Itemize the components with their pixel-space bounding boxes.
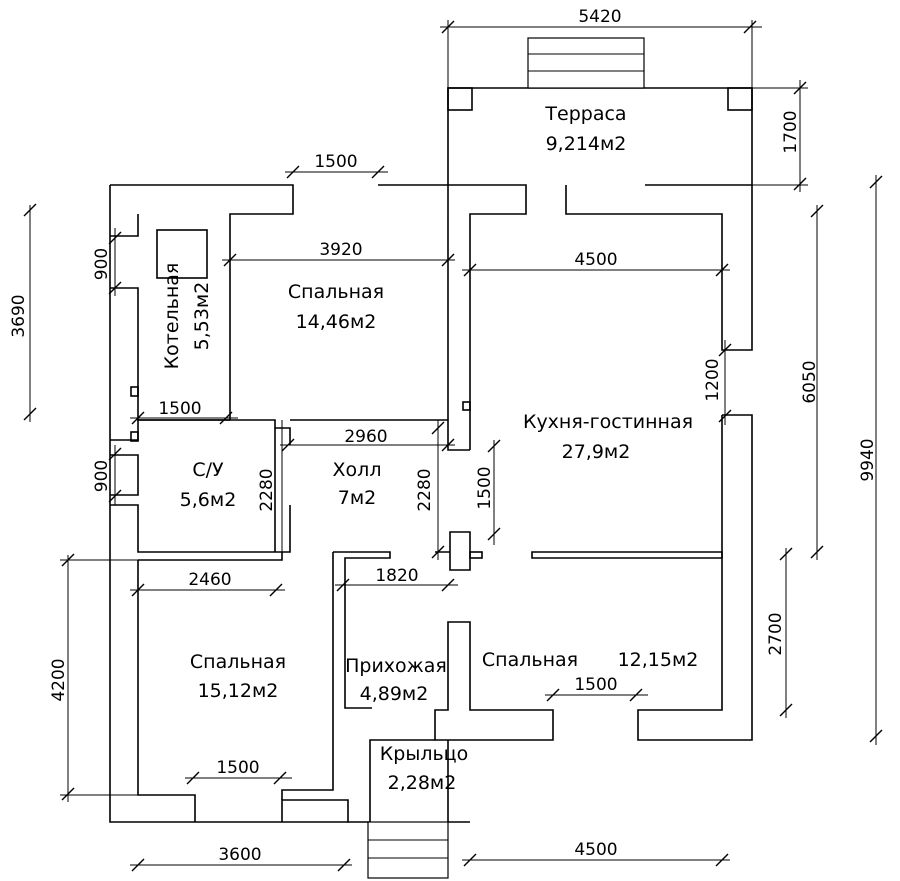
bathroom-top (138, 419, 291, 445)
room-bedroom3-area: 12,15м2 (618, 649, 699, 671)
right-exterior-wall (637, 414, 753, 741)
room-kitchen-name: Кухня-гостинная (523, 411, 693, 433)
dim-bed2-1500: 1500 (216, 758, 259, 778)
hall-top (290, 419, 470, 451)
room-bathroom-area: 5,6м2 (180, 489, 237, 511)
room-porch-name: Крыльцо (380, 743, 468, 765)
bed3-left-wall (434, 621, 554, 741)
dim-bath-2460: 2460 (188, 570, 231, 590)
room-entry-name: Прихожая (345, 655, 447, 677)
dim-hall-1820: 1820 (375, 566, 418, 586)
room-entry-area: 4,89м2 (360, 683, 429, 705)
dim-bottom-4500: 4500 (574, 840, 617, 860)
room-boiler-name: Котельная (161, 263, 183, 370)
dim-opening-1500: 1500 (475, 466, 495, 509)
room-bedroom2-area: 15,12м2 (198, 680, 279, 702)
dim-left-3690: 3690 (9, 294, 29, 337)
room-labels: Терраса 9,214м2 Спальная 14,46м2 Котельн… (161, 103, 698, 794)
dim-right-1200: 1200 (703, 358, 723, 401)
room-terrace-area: 9,214м2 (546, 133, 627, 155)
top-wall-right (565, 185, 753, 351)
dim-bed1-width: 3920 (319, 240, 362, 260)
dim-right-6050: 6050 (800, 360, 820, 403)
room-bathroom-name: С/У (192, 459, 224, 481)
room-hall-area: 7м2 (338, 487, 377, 509)
left-exterior-wall (109, 185, 349, 823)
dim-kitchen-width: 4500 (574, 250, 617, 270)
terrace-stairs (527, 37, 645, 89)
room-boiler-area: 5,53м2 (191, 282, 213, 351)
room-terrace-name: Терраса (544, 103, 626, 125)
walls (109, 37, 753, 879)
bed2-left-inner (137, 560, 196, 822)
room-hall-name: Холл (333, 459, 382, 481)
dimension-labels: 5420 1700 1500 3920 4500 3690 900 6050 9… (9, 7, 878, 865)
dim-bed3-1500: 1500 (574, 675, 617, 695)
room-bedroom2-name: Спальная (190, 651, 286, 673)
entry-right (281, 552, 334, 800)
dim-terrace-width: 5420 (578, 7, 621, 27)
boiler-unit (156, 229, 208, 279)
porch-stairs (367, 821, 449, 879)
left-window-2 (110, 454, 139, 496)
room-porch-area: 2,28м2 (388, 772, 457, 794)
room-kitchen-area: 27,9м2 (562, 441, 631, 463)
left-inner-face (110, 214, 139, 237)
dim-hall-2280: 2280 (415, 468, 435, 511)
dim-door-top: 1500 (314, 152, 357, 172)
top-wall-left (110, 184, 294, 420)
terrace-post-left (447, 87, 473, 111)
dim-left-4200: 4200 (49, 658, 69, 701)
top-wall-middle (378, 184, 527, 450)
dim-boiler-1500: 1500 (158, 399, 201, 419)
room-bedroom1-area: 14,46м2 (296, 311, 377, 333)
left-inner-lower (110, 504, 291, 553)
hall-right-door-frame (435, 531, 471, 571)
porch-wall (348, 739, 435, 823)
dim-right-2700: 2700 (766, 612, 786, 655)
dim-left-900-b: 900 (92, 460, 112, 492)
dimension-lines (23, 20, 883, 872)
dim-terrace-depth: 1700 (781, 110, 801, 153)
terrace-post-right (727, 87, 753, 111)
dim-bath-2280: 2280 (257, 468, 277, 511)
bed2-top (138, 552, 283, 561)
hall-left-partition (333, 551, 391, 709)
room-bedroom1-name: Спальная (288, 281, 384, 303)
dim-bottom-3600: 3600 (218, 845, 261, 865)
dim-hall-2960: 2960 (344, 427, 387, 447)
room-bedroom3-name: Спальная (482, 649, 578, 671)
kitchen-bottom (531, 551, 723, 559)
dim-total-9940: 9940 (858, 438, 878, 481)
dim-left-900-a: 900 (92, 248, 112, 280)
